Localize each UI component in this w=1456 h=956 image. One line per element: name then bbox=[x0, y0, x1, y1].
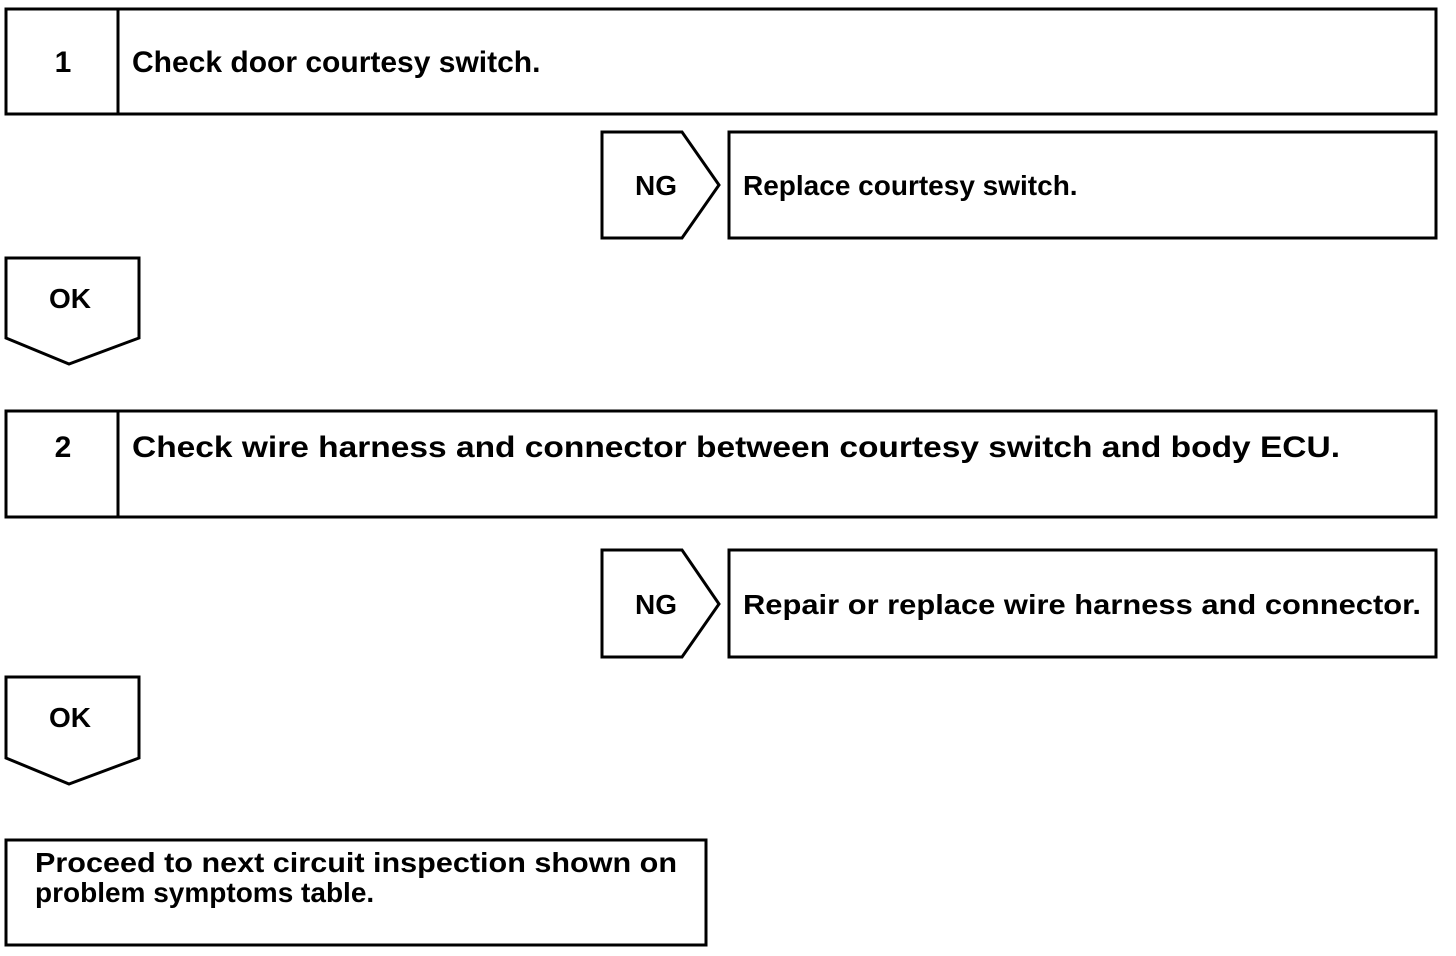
step-2-ok-branch: OK bbox=[4, 675, 141, 786]
ok-arrow-1 bbox=[4, 256, 141, 366]
final-text-line-1: Proceed to next circuit inspection shown… bbox=[35, 847, 677, 878]
ng-label-1: NG bbox=[635, 170, 677, 201]
step-2-ng-branch: NG Repair or replace wire harness and co… bbox=[600, 548, 1438, 659]
step-1-box bbox=[4, 7, 1438, 116]
step-2-box bbox=[4, 409, 1438, 519]
ok-label-1: OK bbox=[49, 283, 91, 314]
ng-action-text-2: Repair or replace wire harness and conne… bbox=[743, 589, 1421, 620]
step-1-ok-branch: OK bbox=[4, 256, 141, 366]
ng-tag-1 bbox=[600, 130, 721, 240]
final-box bbox=[4, 838, 708, 947]
ng-action-text-1: Replace courtesy switch. bbox=[743, 170, 1078, 201]
ok-arrow-2 bbox=[4, 675, 141, 786]
ng-label-2: NG bbox=[635, 589, 677, 620]
step-2-number: 2 bbox=[55, 431, 72, 464]
ok-label-2: OK bbox=[49, 702, 91, 733]
step-1: 1 Check door courtesy switch. bbox=[4, 7, 1438, 116]
step-1-text: Check door courtesy switch. bbox=[132, 46, 540, 79]
ng-action-box-2 bbox=[727, 548, 1438, 659]
final-text-line-2: problem symptoms table. bbox=[35, 877, 374, 908]
final-step: Proceed to next circuit inspection shown… bbox=[4, 838, 708, 947]
step-2: 2 Check wire harness and connector betwe… bbox=[4, 409, 1438, 519]
ng-tag-2 bbox=[600, 548, 721, 659]
step-1-number: 1 bbox=[55, 46, 72, 79]
step-2-text: Check wire harness and connector between… bbox=[132, 431, 1340, 464]
ng-action-box-1 bbox=[727, 130, 1438, 240]
step-1-ng-branch: NG Replace courtesy switch. bbox=[600, 130, 1438, 240]
